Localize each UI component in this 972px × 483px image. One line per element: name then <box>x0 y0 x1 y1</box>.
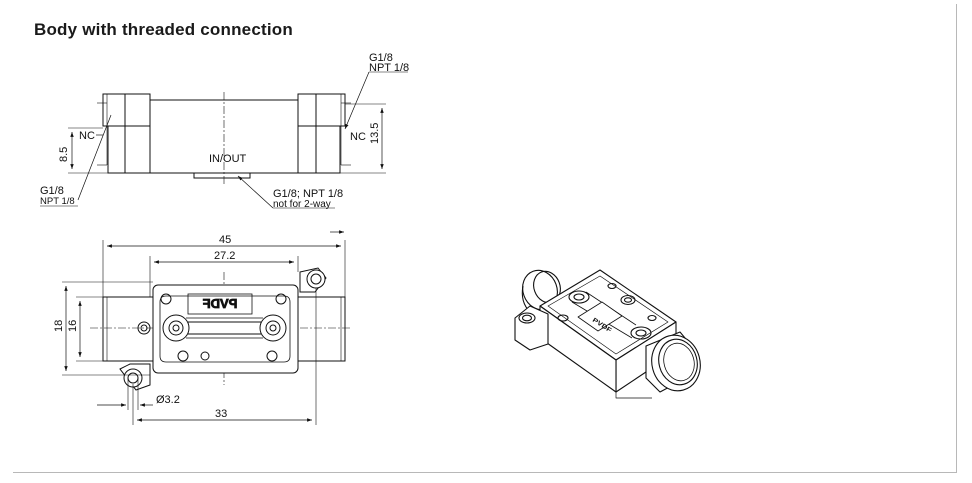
dim-inner-height: 16 <box>67 320 79 332</box>
section-title: Body with threaded connection <box>34 20 293 39</box>
pvdf-logo-top-view: PVDF <box>203 296 238 311</box>
dim-height-left: 8.5 <box>58 147 70 162</box>
port-bottom-center-line2: not for 2-way <box>273 199 331 210</box>
side-view <box>40 71 408 209</box>
label-nc-right: NC <box>350 131 366 143</box>
dim-total-width: 45 <box>219 234 231 246</box>
port-top-right-line1: G1/8 <box>369 52 393 64</box>
drawing-frame <box>13 4 957 473</box>
isometric-view <box>514 269 701 399</box>
port-top-right-line2: NPT 1/8 <box>369 62 409 74</box>
dim-height-right: 13.5 <box>369 123 381 144</box>
dim-outer-height: 18 <box>53 320 65 332</box>
dim-hole-diameter: Ø3.2 <box>156 394 180 406</box>
label-nc-left: NC <box>79 130 95 142</box>
port-bottom-left-line2: NPT 1/8 <box>40 196 75 207</box>
dim-hole-spacing: 33 <box>215 408 227 420</box>
top-view <box>62 230 350 425</box>
port-bottom-left-line1: G1/8 <box>40 185 64 197</box>
label-in-out: IN/OUT <box>209 153 247 165</box>
dim-inner-width: 27.2 <box>214 250 235 262</box>
port-bottom-center-line1: G1/8; NPT 1/8 <box>273 188 343 200</box>
